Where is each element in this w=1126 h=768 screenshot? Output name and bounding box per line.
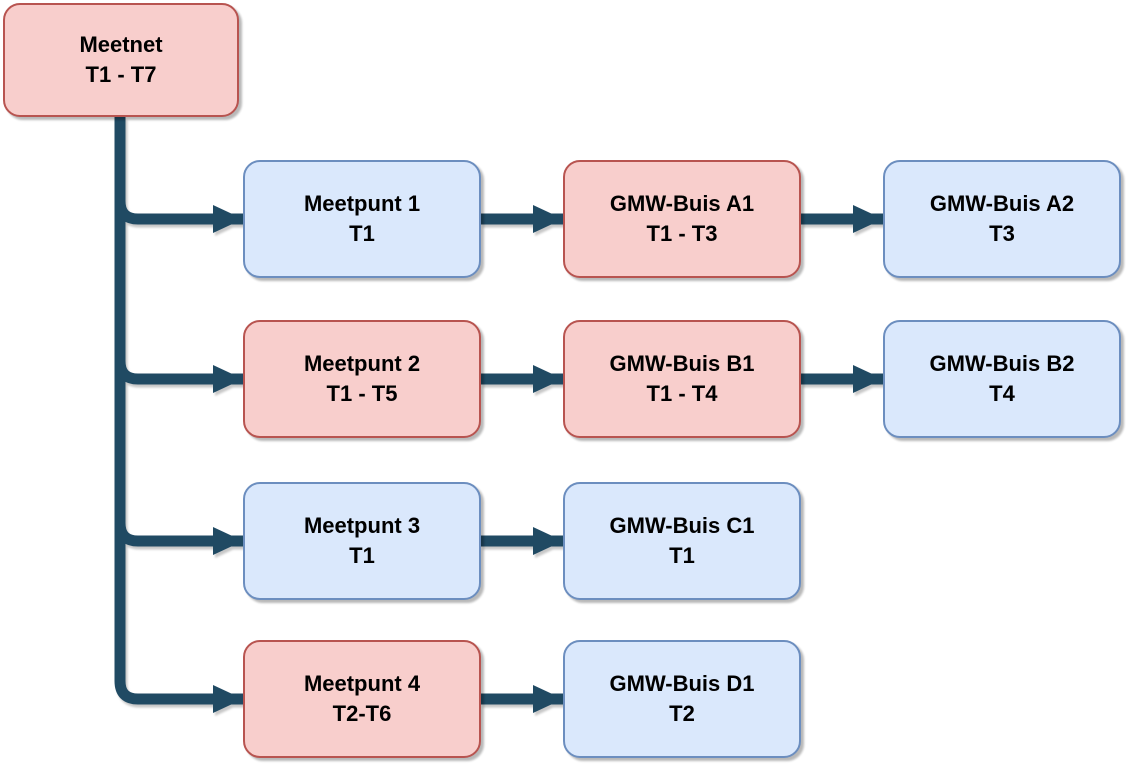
node-subtitle: T1 - T5: [326, 381, 398, 406]
node-title: GMW-Buis A1: [609, 191, 755, 216]
node-gmw-buis-b1: GMW-Buis B1 T1 - T4: [563, 320, 801, 438]
node-title: Meetpunt 2: [303, 351, 421, 376]
node-meetpunt-4: Meetpunt 4 T2-T6: [243, 640, 481, 758]
node-title: Meetnet: [79, 32, 163, 57]
edge-meetnet-to-meetpunt4: [114, 117, 243, 713]
node-subtitle: T1: [349, 543, 375, 568]
node-title: GMW-Buis A2: [929, 191, 1075, 216]
node-subtitle: T1 - T3: [646, 221, 718, 246]
node-title: GMW-Buis C1: [609, 513, 755, 538]
node-subtitle: T1: [349, 221, 375, 246]
node-title: GMW-Buis D1: [609, 671, 755, 696]
node-title: Meetpunt 1: [303, 191, 421, 216]
node-subtitle: T2-T6: [332, 701, 392, 726]
node-gmw-buis-a1: GMW-Buis A1 T1 - T3: [563, 160, 801, 278]
node-meetpunt-1: Meetpunt 1 T1: [243, 160, 481, 278]
node-gmw-buis-c1: GMW-Buis C1 T1: [563, 482, 801, 600]
node-meetpunt-2: Meetpunt 2 T1 - T5: [243, 320, 481, 438]
node-subtitle: T1: [669, 543, 695, 568]
node-subtitle: T1 - T4: [646, 381, 718, 406]
node-subtitle: T1 - T7: [85, 62, 157, 87]
node-subtitle: T3: [989, 221, 1015, 246]
node-title: GMW-Buis B1: [609, 351, 755, 376]
node-title: GMW-Buis B2: [929, 351, 1075, 376]
edge-meetnet-to-meetpunt2: [114, 360, 243, 393]
node-subtitle: T4: [989, 381, 1015, 406]
edge-meetnet-to-meetpunt1: [114, 200, 243, 233]
node-gmw-buis-b2: GMW-Buis B2 T4: [883, 320, 1121, 438]
node-gmw-buis-d1: GMW-Buis D1 T2: [563, 640, 801, 758]
node-meetpunt-3: Meetpunt 3 T1: [243, 482, 481, 600]
node-subtitle: T2: [669, 701, 695, 726]
node-gmw-buis-a2: GMW-Buis A2 T3: [883, 160, 1121, 278]
node-title: Meetpunt 3: [303, 513, 421, 538]
edge-meetnet-to-meetpunt3: [114, 522, 243, 555]
node-meetnet: Meetnet T1 - T7: [3, 3, 239, 117]
node-title: Meetpunt 4: [303, 671, 421, 696]
